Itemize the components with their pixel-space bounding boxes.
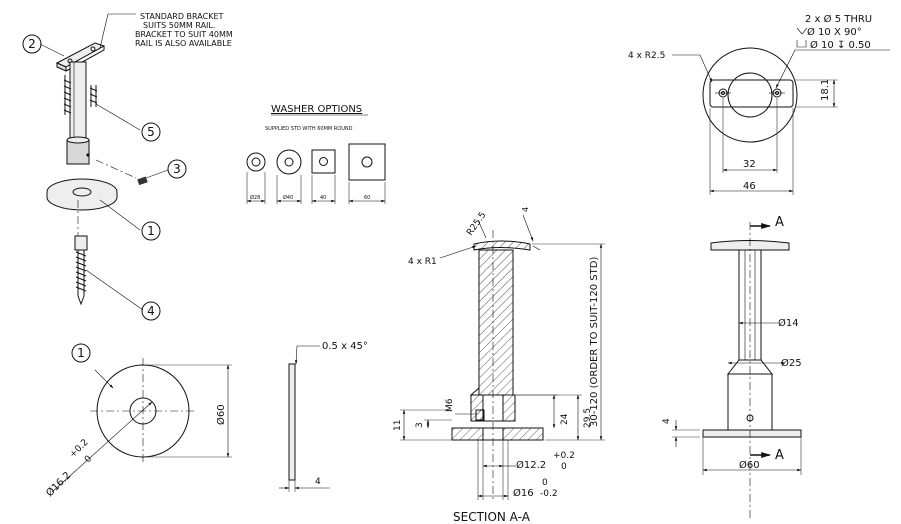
svg-text:0: 0 (561, 462, 567, 472)
chamfer-label: 0.5 x 45° (322, 341, 368, 352)
svg-text:Ø28: Ø28 (250, 194, 260, 201)
collar (66, 139, 90, 165)
balloon-3: 3 (167, 159, 187, 179)
section-r25: R25.5 (465, 210, 488, 237)
svg-text:Ø60: Ø60 (739, 459, 760, 471)
svg-text:40: 40 (320, 195, 326, 201)
svg-text:-0.2: -0.2 (540, 489, 558, 499)
svg-text:Ø16.2: Ø16.2 (44, 469, 74, 499)
section-marker-top: A (775, 215, 784, 230)
svg-text:24: 24 (560, 413, 570, 425)
svg-text:29.5: 29.5 (583, 408, 593, 428)
plate-front-view: Ø60 Ø16.2 +0.2 0 (44, 358, 232, 499)
wood-screw (74, 235, 88, 306)
section-label: SECTION A-A (453, 510, 531, 524)
bracket-screw-right (89, 85, 98, 107)
svg-text:32: 32 (743, 159, 756, 170)
svg-text:Ø14: Ø14 (778, 317, 799, 329)
svg-text:Ø12.2: Ø12.2 (516, 459, 546, 471)
washer-options: WASHER OPTIONS SUPPLIED STD WITH 60MM RO… (246, 104, 386, 204)
svg-text:Ø60: Ø60 (215, 404, 227, 425)
svg-text:5: 5 (147, 125, 155, 139)
section-r1: 4 x R1 (408, 257, 437, 267)
svg-text:RAIL IS ALSO AVAILABLE: RAIL IS ALSO AVAILABLE (135, 39, 232, 48)
round-washer (46, 178, 118, 211)
grub-screw (95, 159, 148, 186)
balloon-5: 5 (141, 122, 161, 142)
svg-text:4: 4 (662, 418, 672, 424)
exploded-assembly-view (39, 13, 169, 311)
svg-text:Ø25: Ø25 (781, 357, 802, 369)
svg-text:4: 4 (147, 304, 155, 318)
balloon-1-iso: 1 (141, 221, 161, 241)
length-note: 30-120 (ORDER TO SUIT-120 STD) (589, 257, 600, 427)
svg-text:0: 0 (542, 478, 548, 488)
bracket-note: STANDARD BRACKET SUITS 50MM RAIL. BRACKE… (135, 12, 233, 48)
washer-options-title: WASHER OPTIONS (271, 104, 362, 115)
svg-text:SUITS 50MM RAIL.: SUITS 50MM RAIL. (143, 21, 215, 30)
svg-text:M6: M6 (445, 398, 455, 412)
hole-callout-2: Ø 10 X 90° (807, 26, 862, 38)
washer-options-subtitle: SUPPLIED STD WITH 60MM ROUND (265, 126, 353, 132)
svg-text:18.1: 18.1 (820, 79, 831, 101)
svg-text:1: 1 (147, 224, 155, 238)
svg-text:0: 0 (83, 454, 94, 465)
balloon-1-plate: 1 (71, 343, 91, 363)
section-a-a: R25.5 4 4 x R1 30-120 (ORDER TO SUIT-120… (393, 207, 605, 524)
svg-text:1: 1 (77, 346, 85, 360)
svg-text:2: 2 (28, 37, 36, 51)
svg-text:4: 4 (315, 477, 321, 487)
svg-text:+0.2: +0.2 (553, 451, 575, 461)
svg-text:3: 3 (173, 162, 181, 176)
svg-text:Ø16: Ø16 (513, 487, 534, 499)
post-tube (69, 61, 87, 143)
svg-text:11: 11 (393, 420, 403, 431)
balloon-2: 2 (22, 34, 42, 54)
hole-callout-1: 2 x Ø 5 THRU (805, 13, 872, 25)
section-marker-bottom: A (775, 448, 784, 463)
svg-text:4: 4 (521, 207, 530, 212)
radius-label: 4 x R2.5 (628, 51, 665, 61)
plate-edge-view: 0.5 x 45° 4 (279, 341, 368, 492)
svg-text:BRACKET TO SUIT 40MM: BRACKET TO SUIT 40MM (135, 30, 233, 39)
side-view: A A Ø14 Ø25 Ø60 4 (662, 215, 802, 520)
svg-text:46: 46 (743, 181, 756, 192)
hole-callout-3: Ø 10 ↧ 0.50 (810, 39, 871, 51)
bracket-screw-left (63, 75, 72, 115)
svg-text:60: 60 (364, 195, 370, 201)
svg-text:Ø40: Ø40 (283, 194, 293, 201)
svg-text:STANDARD BRACKET: STANDARD BRACKET (140, 12, 223, 21)
bracket-top-view: 4 x R2.5 2 x Ø 5 THRU Ø 10 X 90° Ø 10 ↧ … (628, 13, 890, 195)
svg-text:3: 3 (415, 422, 425, 428)
balloon-4: 4 (141, 301, 161, 321)
